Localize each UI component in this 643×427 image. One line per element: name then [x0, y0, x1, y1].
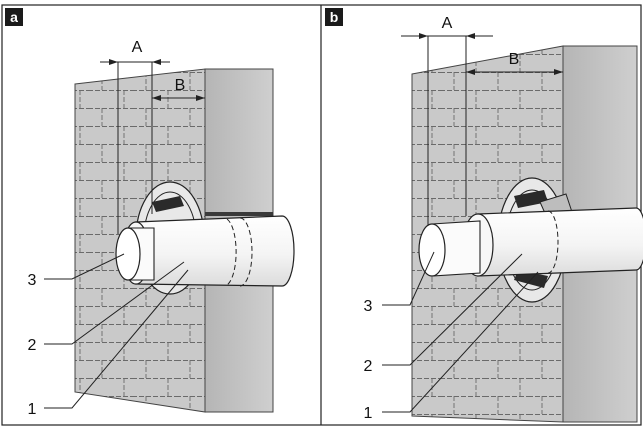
- callout-3: 3: [28, 272, 37, 289]
- panel-badge-b-label: b: [330, 9, 339, 25]
- outer-pipe: [477, 207, 643, 277]
- dimension-b-label: B: [509, 51, 520, 68]
- panel-a: A B 3 2 1 a: [5, 8, 295, 418]
- dimension-b-label: B: [175, 77, 186, 94]
- panel-badge-a-label: a: [10, 9, 18, 25]
- dimension-a-label: A: [132, 39, 143, 56]
- inner-pipe-end: [115, 227, 141, 281]
- callout-2: 2: [364, 358, 373, 375]
- inner-pipe-end: [418, 223, 446, 277]
- outer-pipe: [135, 215, 295, 287]
- callout-1: 1: [364, 405, 373, 422]
- callout-1: 1: [28, 401, 37, 418]
- panel-b: A B 3 2 1 b: [325, 8, 643, 423]
- callout-3: 3: [364, 298, 373, 315]
- seal-gap-top: [205, 212, 273, 216]
- callout-2: 2: [28, 337, 37, 354]
- panel-badge-b: [325, 8, 343, 26]
- dimension-a-label: A: [442, 15, 453, 32]
- panel-badge-a: [5, 8, 23, 26]
